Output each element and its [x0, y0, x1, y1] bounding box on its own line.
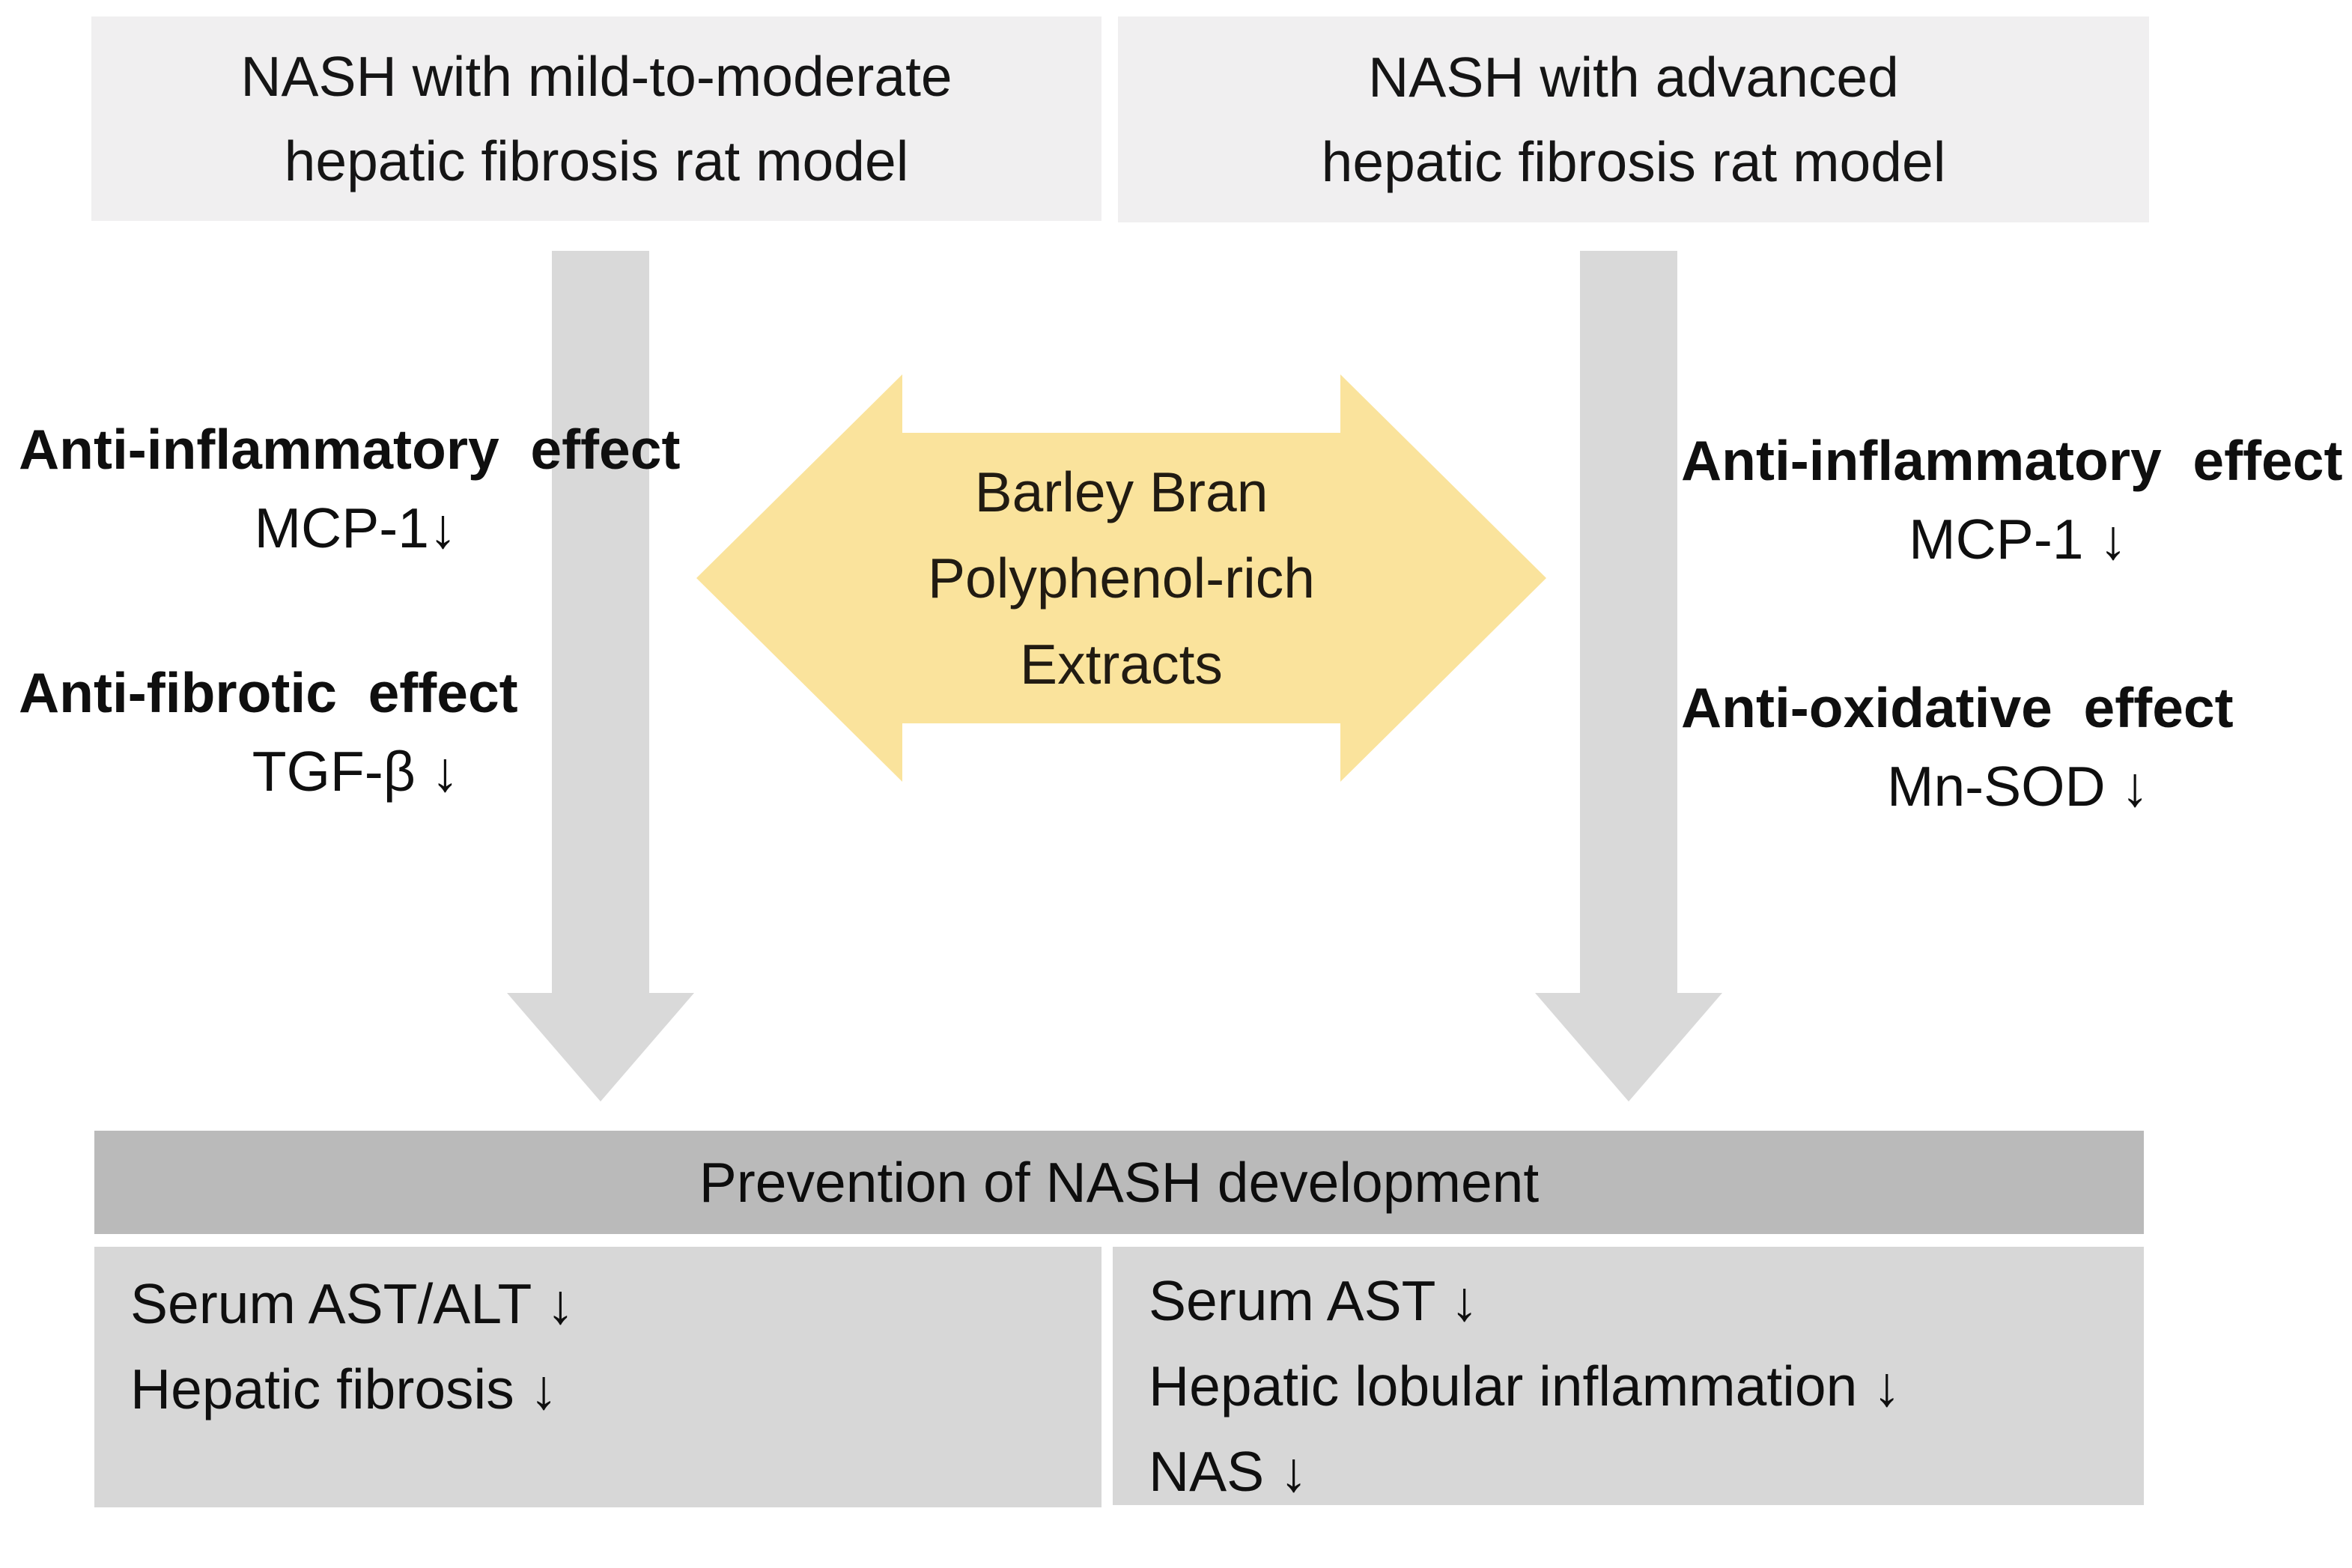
outcome-right-line1: Serum AST ↓	[1149, 1269, 1479, 1332]
outcome-right-line3: NAS ↓	[1149, 1440, 1308, 1503]
outcome-box-right: Serum AST ↓ Hepatic lobular inflammation…	[1113, 1247, 2144, 1505]
outcome-right-line2: Hepatic lobular inflammation ↓	[1149, 1355, 1901, 1417]
outcome-left-line1: Serum AST/ALT ↓	[130, 1272, 575, 1335]
right-effect2-marker: Mn-SOD ↓	[1886, 755, 2150, 818]
outcome-left-line2: Hepatic fibrosis ↓	[130, 1358, 559, 1420]
model-box-right: NASH with advanced hepatic fibrosis rat …	[1118, 16, 2149, 222]
right-effect1-marker: MCP-1 ↓	[1909, 508, 2127, 571]
right-effect2-title: Anti-oxidative effect	[1681, 676, 2234, 739]
down-arrow-right-icon	[1580, 251, 1677, 993]
model-box-left-line1: NASH with mild-to-moderate	[240, 44, 952, 108]
down-arrow-right-head-icon	[1535, 993, 1722, 1101]
center-arrow-label-line2: Polyphenol-rich	[928, 547, 1315, 610]
model-box-left-line2: hepatic fibrosis rat model	[284, 129, 909, 192]
model-box-right-line1: NASH with advanced	[1368, 45, 1899, 109]
down-arrow-left-head-icon	[507, 993, 694, 1101]
model-box-right-line2: hepatic fibrosis rat model	[1321, 130, 1946, 193]
left-effect1-title: Anti-inflammatory effect	[19, 418, 681, 481]
left-effect1-marker: MCP-1↓	[254, 496, 458, 559]
outcome-box-left: Serum AST/ALT ↓ Hepatic fibrosis ↓	[94, 1247, 1101, 1507]
center-arrow-label-line1: Barley Bran	[974, 461, 1268, 523]
center-double-arrow-shape	[696, 374, 1546, 782]
center-arrow-label: Barley Bran Polyphenol-rich Extracts	[876, 449, 1367, 708]
left-effect2-title: Anti-fibrotic effect	[19, 661, 518, 724]
center-double-arrow-icon	[696, 374, 1546, 782]
model-box-left: NASH with mild-to-moderate hepatic fibro…	[91, 16, 1101, 221]
down-arrow-left-icon	[552, 251, 649, 993]
left-effect2-marker: TGF-β ↓	[252, 740, 460, 803]
right-effect1-title: Anti-inflammatory effect	[1681, 429, 2343, 492]
outcome-header-bar: Prevention of NASH development	[94, 1131, 2144, 1234]
center-arrow-label-line3: Extracts	[1020, 633, 1223, 696]
